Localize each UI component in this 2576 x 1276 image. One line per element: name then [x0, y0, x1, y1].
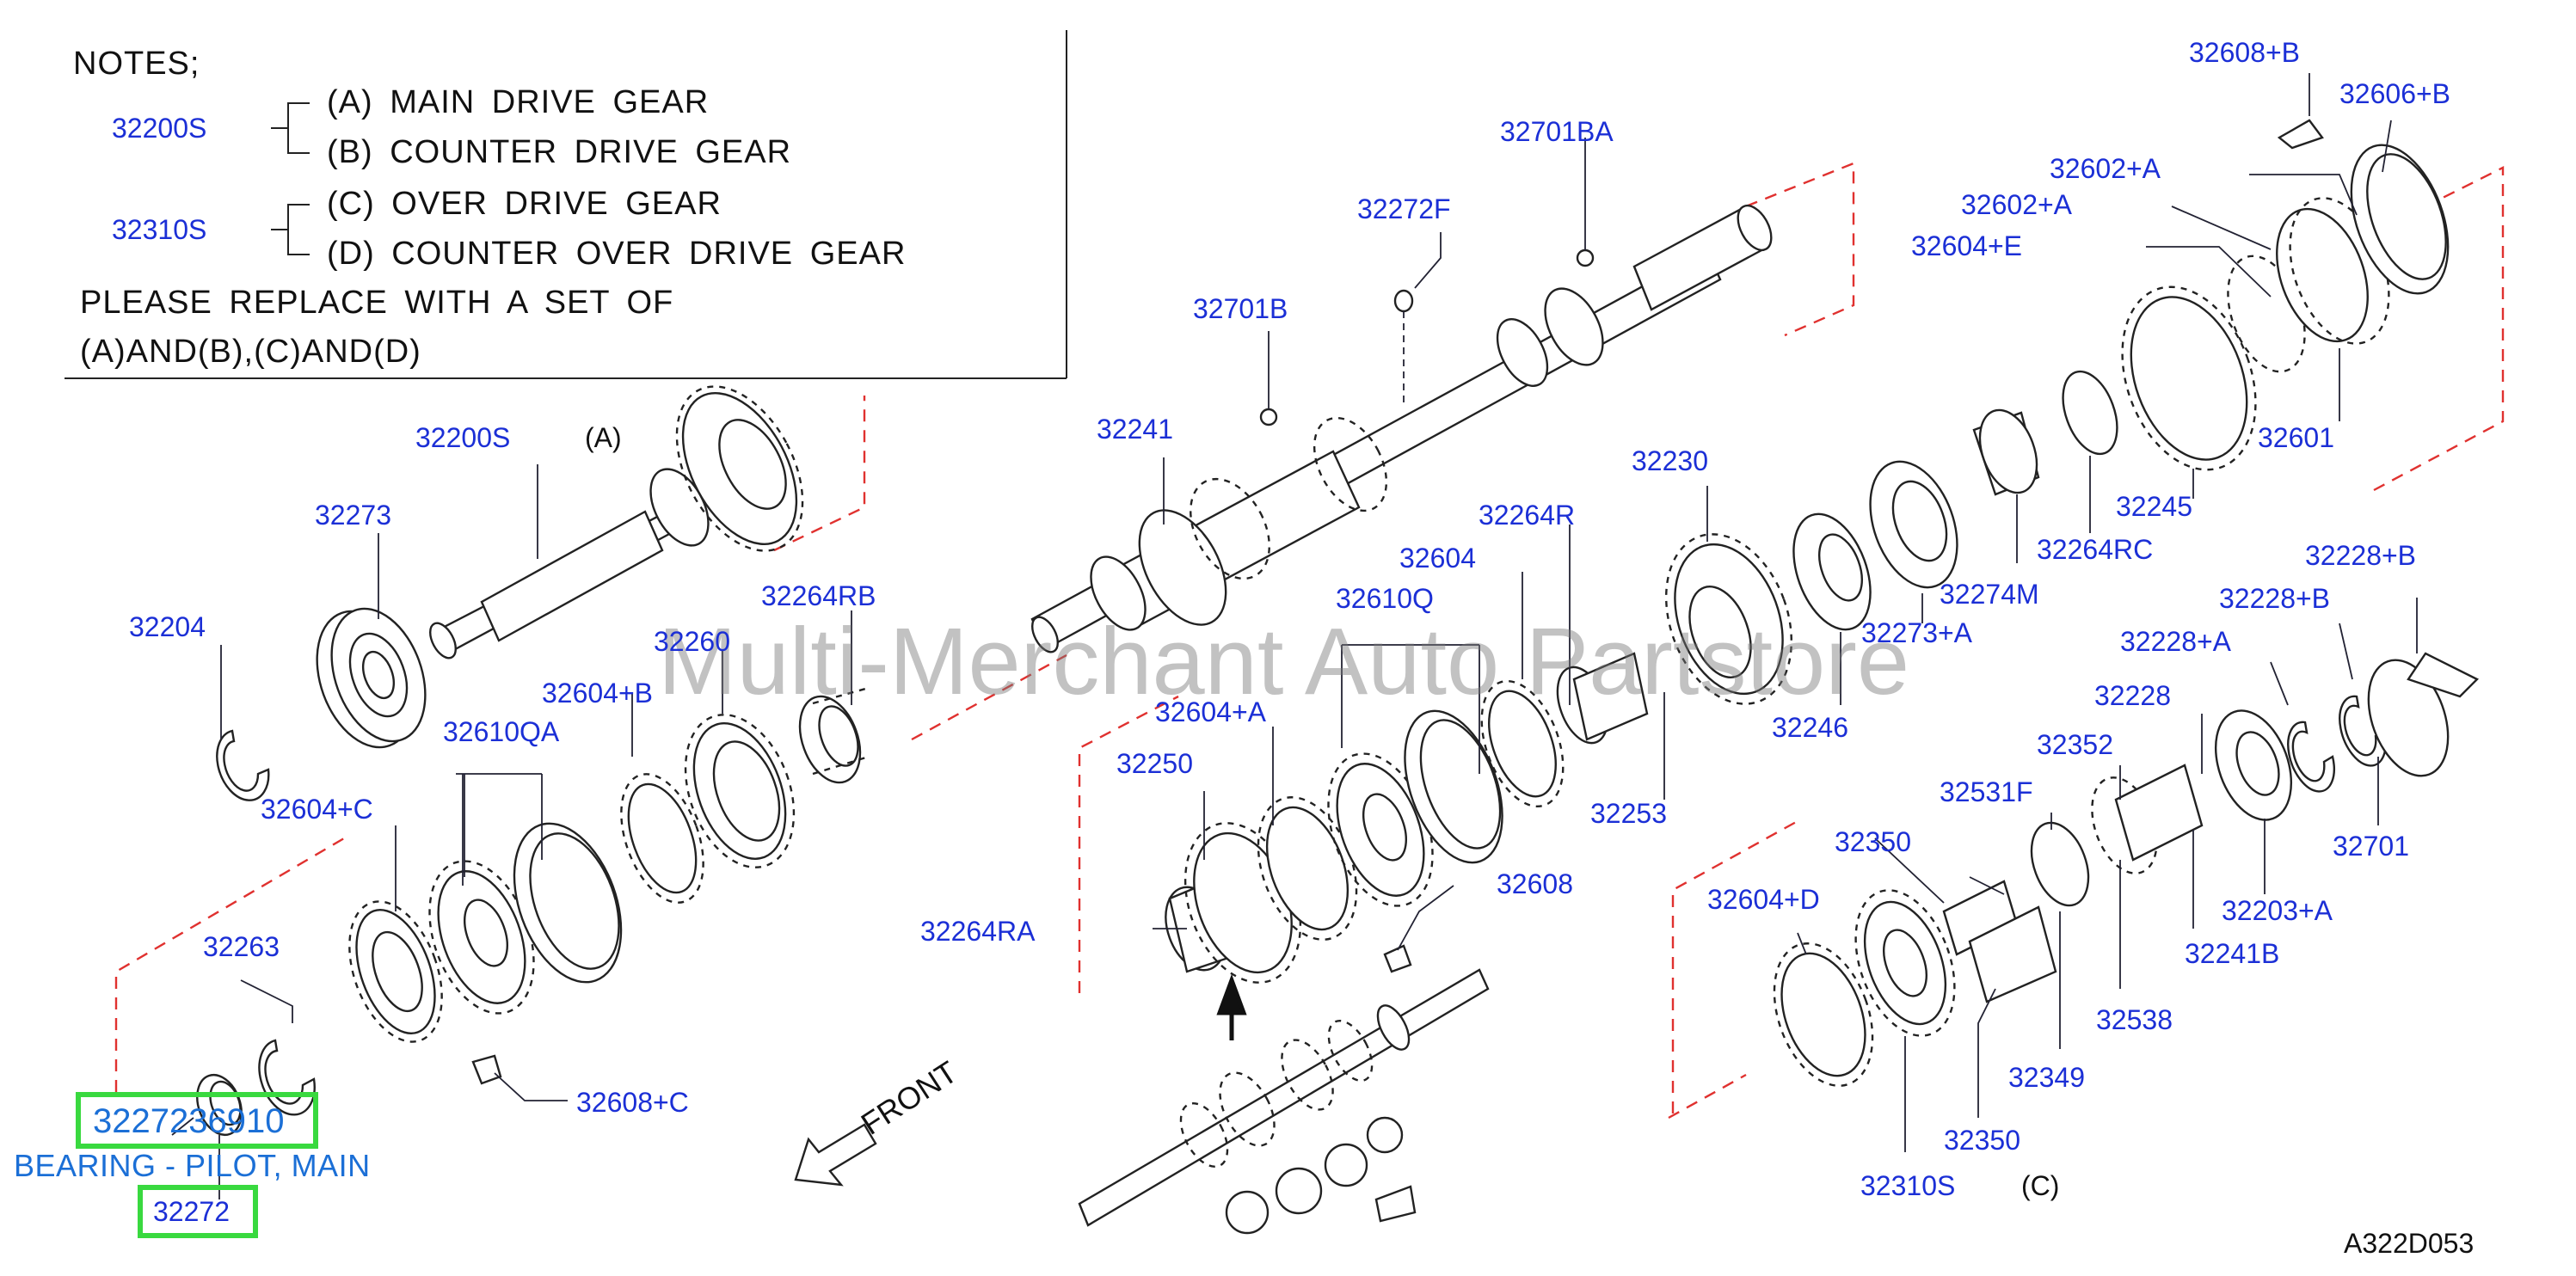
zone-mainshaft-end [1745, 162, 1855, 337]
zone-left-lower [114, 837, 345, 1092]
label-32273A[interactable]: 32273+A [1861, 617, 1973, 648]
label-32204[interactable]: 32204 [129, 611, 206, 642]
label-32604[interactable]: 32604 [1399, 543, 1476, 574]
label-32241[interactable]: 32241 [1097, 414, 1173, 445]
overdrive-assembly [1773, 652, 2480, 1087]
zone-right-lower-b [1668, 1073, 1747, 1120]
notes-item-a: (A) MAIN DRIVE GEAR [327, 84, 710, 120]
callout-highlight-ref[interactable] [138, 1185, 258, 1238]
label-32228B-lower[interactable]: 32228+B [2219, 583, 2331, 614]
label-32608B[interactable]: 32608+B [2189, 37, 2301, 68]
label-32604B[interactable]: 32604+B [542, 678, 654, 709]
label-32260[interactable]: 32260 [654, 626, 730, 657]
up-arrow [1216, 973, 1247, 1040]
pin-32272F [1393, 289, 1414, 313]
label-32350-upper[interactable]: 32350 [1835, 826, 1911, 857]
label-32250[interactable]: 32250 [1116, 748, 1193, 779]
label-32602A-lower[interactable]: 32602+A [1961, 189, 2073, 220]
label-32531F[interactable]: 32531F [1940, 776, 2033, 807]
label-32604C[interactable]: 32604+C [261, 794, 373, 825]
label-32264RB[interactable]: 32264RB [761, 580, 876, 611]
label-32264R[interactable]: 32264R [1479, 500, 1576, 531]
synchro-cluster-center [1165, 652, 1649, 984]
label-32230[interactable]: 32230 [1632, 445, 1708, 476]
notes-heading: NOTES; [73, 46, 200, 82]
notes-item-c: (C) OVER DRIVE GEAR [327, 186, 722, 222]
label-32610QA[interactable]: 32610QA [443, 716, 560, 747]
label-32264RC[interactable]: 32264RC [2037, 534, 2154, 565]
insert-32608 [1383, 944, 1412, 973]
notes-replace-line2: (A)AND(B),(C)AND(D) [80, 334, 421, 370]
zone-right-upper [2373, 166, 2505, 492]
label-32245[interactable]: 32245 [2116, 491, 2192, 522]
label-32604D[interactable]: 32604+D [1707, 884, 1820, 915]
ball-32701B [1259, 408, 1278, 426]
label-32606B[interactable]: 32606+B [2339, 78, 2451, 109]
notes-part-32310S[interactable]: 32310S [112, 214, 207, 245]
label-32538[interactable]: 32538 [2096, 1004, 2173, 1035]
bracket-32200S [271, 102, 310, 154]
ball-32701BA [1576, 248, 1595, 267]
label-32350-lower[interactable]: 32350 [1944, 1125, 2020, 1156]
label-32604A[interactable]: 32604+A [1155, 696, 1267, 727]
insert-32608C [471, 1054, 502, 1085]
notes-replace-line1: PLEASE REPLACE WITH A SET OF [80, 285, 674, 321]
label-32241B[interactable]: 32241B [2185, 938, 2280, 969]
label-32273[interactable]: 32273 [315, 500, 391, 531]
label-32608C[interactable]: 32608+C [576, 1087, 689, 1118]
label-32253[interactable]: 32253 [1590, 798, 1667, 829]
label-32228B-upper[interactable]: 32228+B [2305, 540, 2417, 571]
callout-description: BEARING - PILOT, MAIN [14, 1148, 371, 1183]
label-32310S[interactable]: 32310S [1860, 1170, 1956, 1201]
notes-item-b: (B) COUNTER DRIVE GEAR [327, 134, 792, 170]
label-32352[interactable]: 32352 [2037, 729, 2113, 760]
label-32701BA[interactable]: 32701BA [1500, 116, 1614, 147]
label-32272F[interactable]: 32272F [1357, 193, 1451, 224]
label-32274M[interactable]: 32274M [1940, 579, 2039, 610]
label-32203A[interactable]: 32203+A [2222, 895, 2333, 926]
notes-item-d: (D) COUNTER OVER DRIVE GEAR [327, 236, 907, 272]
label-32228[interactable]: 32228 [2094, 680, 2171, 711]
assembled-transmission [1078, 968, 1490, 1235]
label-32228A[interactable]: 32228+A [2120, 626, 2232, 657]
label-32200S[interactable]: 32200S [415, 422, 511, 453]
label-32701B[interactable]: 32701B [1193, 293, 1288, 324]
notes-part-32200S[interactable]: 32200S [112, 113, 207, 144]
synchro-cluster-left [348, 686, 870, 1043]
zone-mid-connector [911, 653, 1067, 741]
label-32349[interactable]: 32349 [2008, 1062, 2085, 1093]
label-32602A-upper[interactable]: 32602+A [2050, 153, 2161, 184]
bearing-32273 [316, 607, 427, 749]
label-32263[interactable]: 32263 [203, 931, 280, 962]
label-32701[interactable]: 32701 [2333, 831, 2409, 862]
gear-32230-assembly [1664, 119, 2450, 705]
callout-ref-32272[interactable]: 32272 [153, 1196, 230, 1227]
label-tag-a: (A) [585, 422, 622, 453]
label-32604E[interactable]: 32604+E [1911, 230, 2023, 261]
label-32608[interactable]: 32608 [1497, 868, 1573, 899]
label-32601[interactable]: 32601 [2258, 422, 2334, 453]
callout-highlight-part[interactable] [76, 1092, 318, 1149]
label-32264RA[interactable]: 32264RA [920, 916, 1036, 947]
label-32246[interactable]: 32246 [1772, 712, 1848, 743]
diagram-code: A322D053 [2344, 1228, 2475, 1259]
mainshaft [1030, 204, 1773, 653]
zone-right-lower [1671, 819, 1798, 1113]
callout-part-number[interactable]: 3227236910 [93, 1102, 285, 1140]
snap-ring-32204 [216, 729, 270, 801]
zone-center-lower [1078, 695, 1179, 993]
zone-main-drive [773, 396, 866, 552]
watermark-text: Multi-Merchant Auto Partstore [658, 609, 1910, 715]
bracket-32310S [271, 204, 310, 255]
label-32610Q[interactable]: 32610Q [1336, 583, 1434, 614]
label-tag-c: (C) [2021, 1170, 2060, 1201]
front-arrow [794, 1123, 877, 1187]
main-drive-gear-shaft [429, 385, 804, 659]
